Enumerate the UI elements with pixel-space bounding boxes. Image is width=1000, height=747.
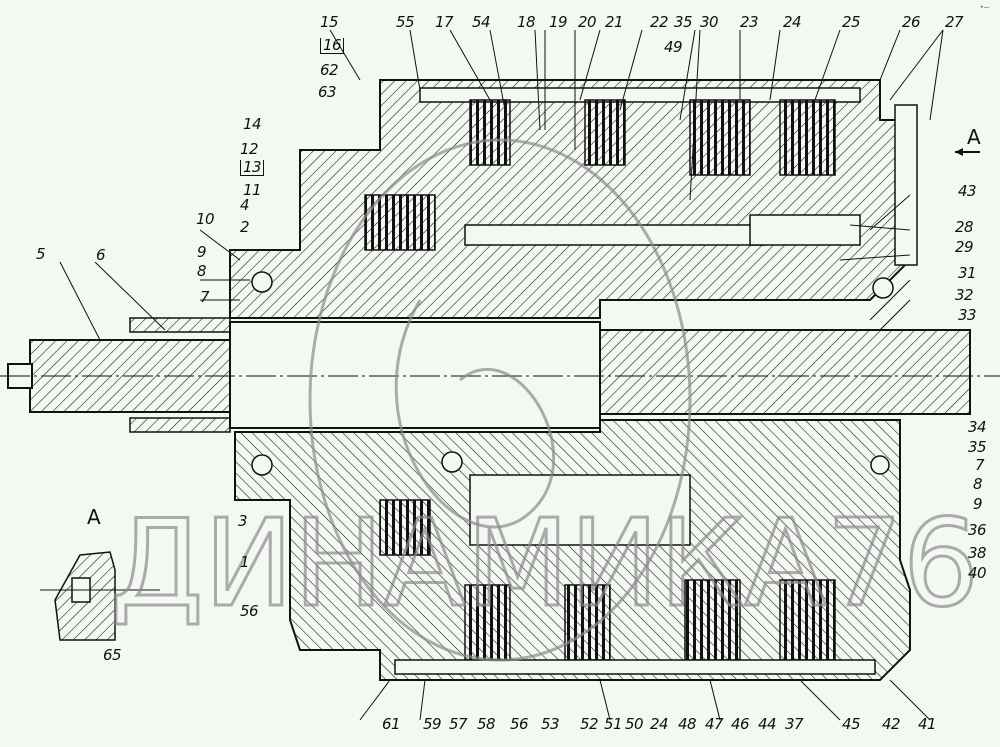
callout-51: 51: [604, 715, 623, 733]
callout-56-bottom: 56: [510, 715, 529, 733]
callout-18: 18: [517, 13, 536, 31]
callout-15: 15: [320, 13, 339, 31]
leader-lines: [59, 29, 944, 721]
callout-1: 1: [240, 553, 250, 571]
callout-29: 29: [955, 238, 974, 256]
callout-48: 48: [678, 715, 697, 733]
callout-35-right: 35: [968, 438, 987, 456]
callout-65: 65: [103, 646, 122, 664]
callout-59: 59: [423, 715, 442, 733]
callout-3: 3: [238, 512, 248, 530]
callout-42: 42: [882, 715, 901, 733]
callout-24-top: 24: [783, 13, 802, 31]
callout-16: 16: [320, 38, 345, 54]
callout-8-right: 8: [973, 475, 983, 493]
callout-19: 19: [549, 13, 568, 31]
callout-43: 43: [958, 182, 977, 200]
callout-63: 63: [318, 83, 337, 101]
callout-30: 30: [700, 13, 719, 31]
callout-40: 40: [968, 564, 987, 582]
callout-38: 38: [968, 544, 987, 562]
callout-41: 41: [918, 715, 937, 733]
callout-54: 54: [472, 13, 491, 31]
callout-5: 5: [36, 245, 46, 263]
callout-45: 45: [842, 715, 861, 733]
callout-36: 36: [968, 521, 987, 539]
callout-49: 49: [664, 38, 683, 56]
callout-22: 22: [650, 13, 669, 31]
callout-46: 46: [731, 715, 750, 733]
callout-9-right: 9: [973, 495, 983, 513]
callout-32: 32: [955, 286, 974, 304]
callout-47: 47: [705, 715, 724, 733]
callout-56-left: 56: [240, 602, 259, 620]
callout-2: 2: [240, 218, 250, 236]
upper-housing: [229, 79, 918, 319]
callout-55: 55: [396, 13, 415, 31]
callout-25: 25: [842, 13, 861, 31]
callout-7-right: 7: [975, 456, 985, 474]
callout-31: 31: [958, 264, 977, 282]
callout-34: 34: [968, 418, 987, 436]
main-shaft: [0, 317, 1000, 433]
watermark-logo: [308, 138, 692, 662]
callout-50: 50: [625, 715, 644, 733]
callout-27: 27: [945, 13, 964, 31]
callout-10: 10: [196, 210, 215, 228]
lower-housing: [234, 419, 911, 681]
callout-21: 21: [605, 13, 624, 31]
callout-24-bottom: 24: [650, 715, 669, 733]
callout-12: 12: [240, 140, 259, 158]
corner-mark: •—: [980, 4, 990, 11]
view-label-a-top: A: [967, 125, 981, 149]
callout-62: 62: [320, 61, 339, 79]
callout-13: 13: [240, 160, 265, 176]
callout-28: 28: [955, 218, 974, 236]
callout-8: 8: [197, 262, 207, 280]
callout-7: 7: [200, 288, 210, 306]
view-label-a-detail: A: [87, 505, 101, 529]
callout-26: 26: [902, 13, 921, 31]
callout-23: 23: [740, 13, 759, 31]
detail-view-a: [40, 551, 160, 641]
callout-20: 20: [578, 13, 597, 31]
callout-61: 61: [382, 715, 401, 733]
callout-9: 9: [197, 243, 207, 261]
callout-58: 58: [477, 715, 496, 733]
callout-6: 6: [96, 246, 106, 264]
callout-52: 52: [580, 715, 599, 733]
callout-33: 33: [958, 306, 977, 324]
callout-44: 44: [758, 715, 777, 733]
callout-4: 4: [240, 196, 250, 214]
callout-37: 37: [785, 715, 804, 733]
watermark-text: ДИНАМИКА76: [110, 495, 979, 634]
callout-14: 14: [243, 115, 262, 133]
callout-57: 57: [449, 715, 468, 733]
callout-53: 53: [541, 715, 560, 733]
callout-11: 11: [243, 181, 262, 199]
callout-35-top: 35: [674, 13, 693, 31]
callout-17: 17: [435, 13, 454, 31]
section-arrow-icon: [955, 148, 980, 156]
